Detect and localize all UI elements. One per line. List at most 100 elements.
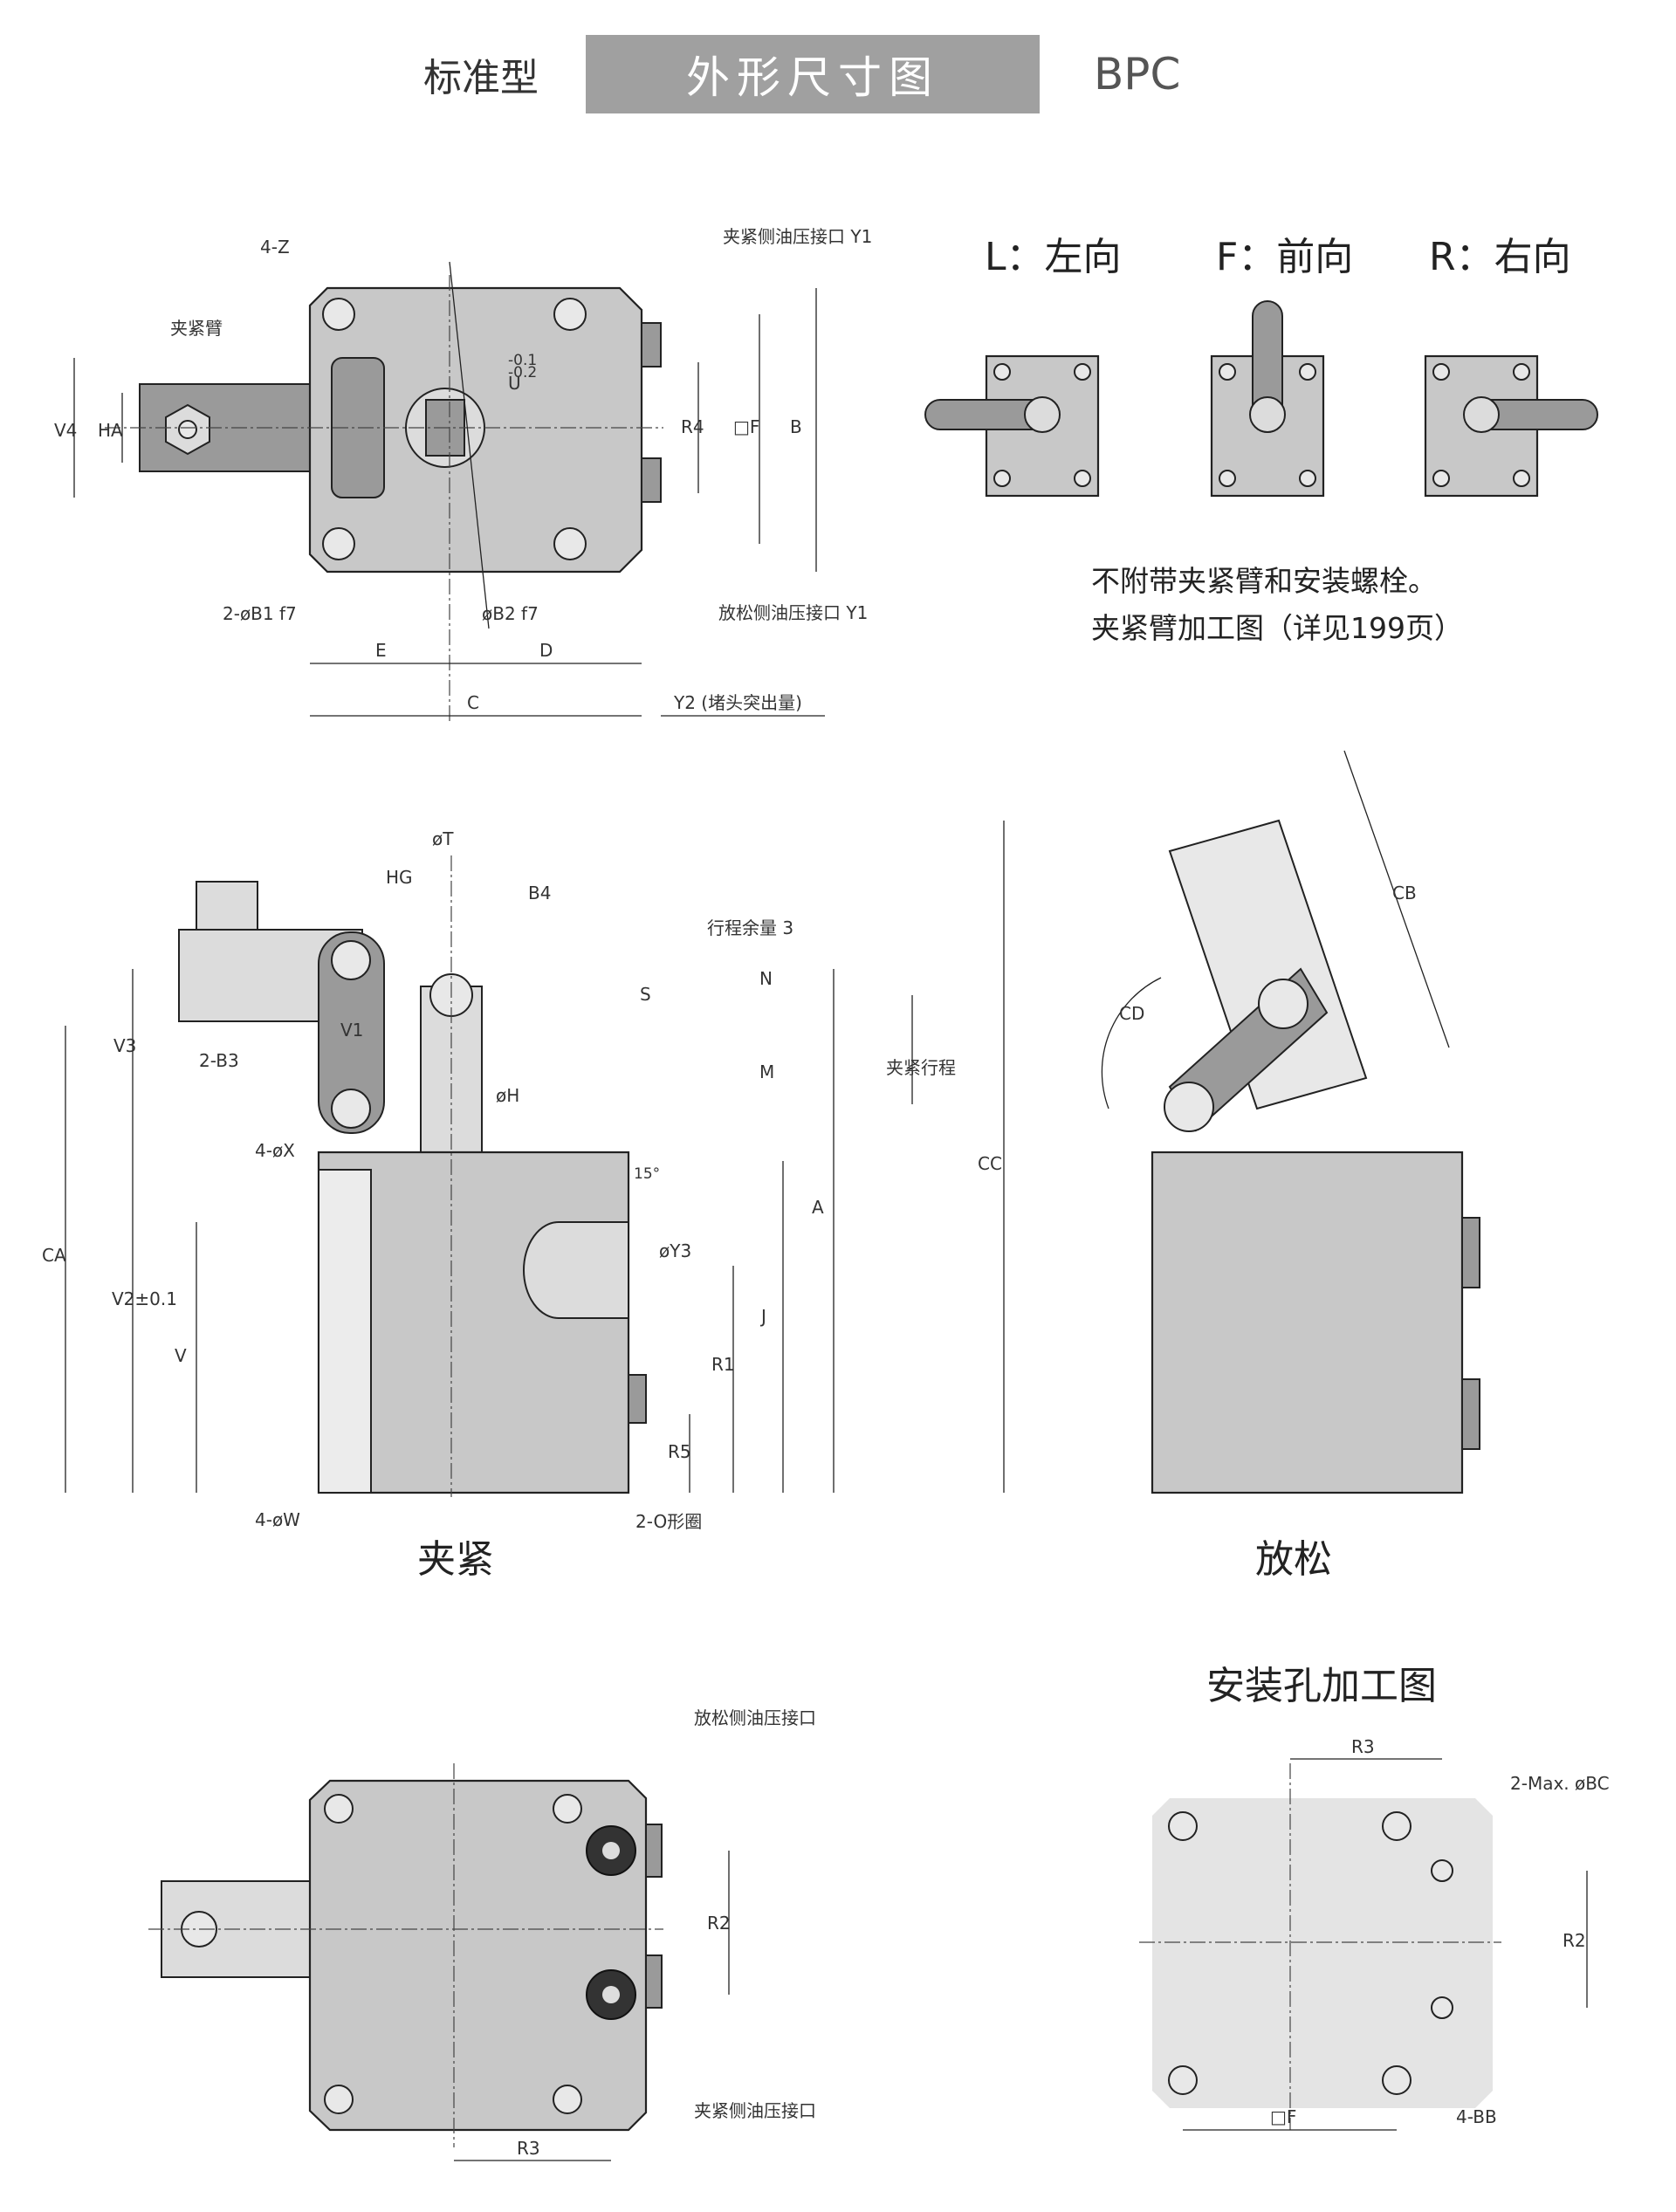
orientation-right-label: R：右向: [1429, 235, 1571, 279]
label-v3: V3: [113, 1035, 136, 1056]
label-v2: V2±0.1: [112, 1288, 177, 1309]
mount-hole-br: [553, 527, 587, 560]
label-f: □F: [733, 416, 759, 437]
clamp-link-side: [318, 931, 385, 1134]
clamp-view-caption: 夹紧: [417, 1537, 494, 1582]
release-pivot-pin: [1164, 1082, 1214, 1132]
label-port-clamp: 夹紧侧油压接口 Y1: [723, 226, 872, 247]
bottom-plug-bottom: [645, 1954, 663, 2009]
label-arm: 夹紧臂: [170, 318, 223, 339]
label-ca: CA: [42, 1245, 66, 1266]
front-view-clamp: øT HG B4 行程余量 3 2-B3 V1 V3 S N M øH 4-øX…: [42, 828, 835, 1532]
label-v: V: [175, 1345, 187, 1366]
mount-view: R3 2-Max. øBC R2 □F 4-BB: [1139, 1736, 1610, 2131]
release-view-caption: 放松: [1255, 1537, 1332, 1582]
label-ha: HA: [98, 420, 123, 441]
label-u-tol-bot: -0.2: [508, 364, 537, 381]
mount-hole-tr: [1382, 1811, 1412, 1841]
label-b4: B4: [528, 883, 551, 903]
label-mount-bb: 4-BB: [1456, 2106, 1497, 2127]
top-view: 4-Z 夹紧臂 夹紧侧油压接口 Y1 放松侧油压接口 Y1 V4 HA U -0…: [54, 226, 872, 725]
port-plug-top: [641, 322, 662, 368]
bottom-hole-bl: [324, 2085, 354, 2114]
bottom-hole-tr: [553, 1794, 582, 1824]
label-cd: CD: [1119, 1003, 1144, 1024]
orientation-front-label: F：前向: [1216, 235, 1354, 279]
release-side-plug-bottom: [1461, 1378, 1480, 1450]
bottom-hole-tl: [324, 1794, 354, 1824]
bottom-view: 放松侧油压接口 夹紧侧油压接口 R2 R3: [148, 1707, 816, 2161]
label-t: øT: [432, 828, 454, 849]
label-w: 4-øW: [255, 1509, 300, 1530]
note-no-arm: 不附带夹紧臂和安装螺栓。: [1091, 564, 1437, 598]
label-r5: R5: [668, 1441, 691, 1462]
clamp-bolt-side: [196, 881, 258, 931]
label-u: U: [508, 373, 521, 394]
label-hg: HG: [386, 867, 413, 888]
mount-view-caption: 安装孔加工图: [1206, 1664, 1437, 1708]
orientation-left-icon: [924, 354, 1100, 498]
label-j: J: [759, 1306, 766, 1327]
label-e: E: [375, 640, 387, 661]
rod-slot: [425, 399, 465, 457]
dim-cb: [1343, 750, 1450, 1048]
arm-bolt-hole: [178, 420, 197, 439]
body-highlight: [318, 1169, 372, 1494]
link-pin-bottom: [331, 1089, 371, 1129]
label-y3: øY3: [659, 1240, 691, 1261]
bottom-body: [308, 1779, 648, 2132]
label-deg: 15°: [634, 1165, 660, 1183]
label-b: B: [790, 416, 802, 437]
mount-hole-br: [1382, 2065, 1412, 2095]
link-pin-top: [331, 940, 371, 980]
bottom-plug-top: [645, 1824, 663, 1878]
label-n: N: [759, 968, 773, 989]
label-c: C: [467, 692, 479, 713]
label-mount-r2: R2: [1563, 1930, 1586, 1951]
label-b2: øB2 f7: [482, 603, 539, 624]
label-s: S: [640, 984, 651, 1005]
label-port-release: 放松侧油压接口 Y1: [718, 602, 868, 623]
label-port-clamp-bottom: 夹紧侧油压接口: [694, 2100, 816, 2121]
mount-hole-tl: [1168, 1811, 1198, 1841]
clamp-port-inner: [602, 1986, 620, 2003]
page-title: 外形尺寸图: [586, 35, 1040, 113]
label-r3: R3: [517, 2138, 540, 2159]
label-stroke-margin: 行程余量 3: [707, 917, 793, 938]
label-mount-r3: R3: [1351, 1736, 1375, 1757]
label-b1: 2-øB1 f7: [223, 603, 297, 624]
label-z: 4-Z: [260, 237, 290, 258]
label-y2: Y2 (堵头突出量): [673, 692, 802, 713]
release-port-plug: [628, 1374, 647, 1424]
dim-leader-b2: [449, 261, 490, 629]
label-o-ring: 2-O形圈: [635, 1511, 702, 1532]
label-r1: R1: [711, 1354, 735, 1375]
label-d: D: [539, 640, 553, 661]
release-port-inner: [602, 1842, 620, 1859]
bottom-hole-br: [553, 2085, 582, 2114]
port-hole-bottom: [1431, 1996, 1453, 2019]
mount-hole-tl: [322, 298, 355, 331]
port-y3-cutaway: [523, 1221, 629, 1319]
port-hole-top: [1431, 1859, 1453, 1882]
release-link-pin: [1258, 979, 1309, 1029]
label-h: øH: [496, 1085, 519, 1106]
dim-cd: [1101, 977, 1162, 1109]
model-code: BPC: [1094, 49, 1181, 100]
mount-plate: [1152, 1798, 1493, 2108]
label-stroke: 夹紧行程: [886, 1057, 956, 1078]
mount-hole-bl: [1168, 2065, 1198, 2095]
label-port-release-bottom: 放松侧油压接口: [694, 1707, 816, 1728]
label-b3: 2-B3: [199, 1050, 239, 1071]
orientation-right-icon: [1424, 354, 1598, 498]
label-mount-bc: 2-Max. øBC: [1510, 1773, 1610, 1794]
label-v4: V4: [54, 420, 77, 441]
label-v1: V1: [340, 1020, 363, 1041]
release-view: 夹紧行程 CD CB CC: [886, 750, 1480, 1494]
mount-hole-bl: [322, 527, 355, 560]
label-a: A: [812, 1197, 824, 1218]
port-plug-bottom: [641, 457, 662, 503]
label-x: 4-øX: [255, 1140, 295, 1161]
label-mount-f: □F: [1270, 2106, 1296, 2127]
